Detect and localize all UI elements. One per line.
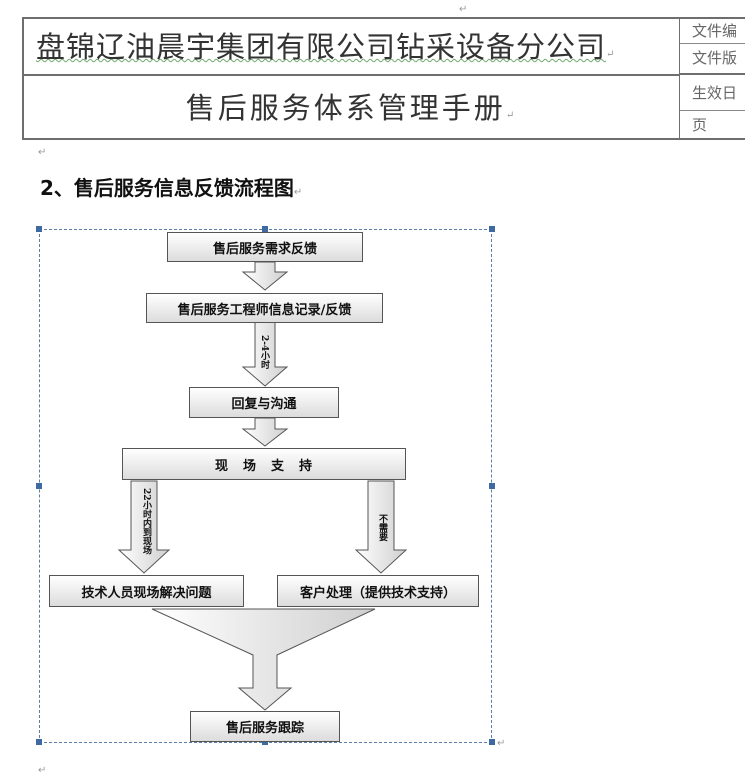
resize-handle-right[interactable] (489, 483, 495, 489)
arrow-down (117, 480, 171, 574)
arrow-down (241, 261, 289, 291)
flow-step-service-request: 售后服务需求反馈 (167, 232, 363, 262)
flow-step-service-tracking: 售后服务跟踪 (190, 711, 340, 742)
flow-step-reply-communicate: 回复与沟通 (189, 387, 339, 418)
paragraph-mark: ↵ (38, 765, 47, 776)
resize-handle-top[interactable] (262, 226, 268, 232)
company-name: 盘锦辽油晨宇集团有限公司钻采设备分公司↵ (24, 19, 679, 76)
arrow-down (354, 480, 408, 574)
arrow-down (241, 321, 289, 387)
paragraph-mark: ↵ (459, 4, 468, 15)
meta-file-number: 文件编 (680, 19, 745, 44)
label-2-4-hours: 2-4小时 (259, 335, 269, 370)
meta-effective-date: 生效日 (680, 76, 745, 111)
flow-step-engineer-record: 售后服务工程师信息记录/反馈 (146, 293, 383, 323)
label-not-needed: 不需要 (377, 514, 387, 541)
paragraph-mark: ↵ (38, 147, 47, 158)
merge-arrow (151, 608, 376, 711)
flow-step-customer-handling: 客户处理（提供技术支持） (277, 575, 479, 607)
resize-handle-top-right[interactable] (489, 226, 495, 232)
manual-title-text: 售后服务体系管理手册 (185, 91, 506, 125)
resize-handle-top-left[interactable] (36, 226, 42, 232)
paragraph-mark: ↵ (497, 738, 506, 749)
meta-file-version: 文件版 (680, 44, 745, 75)
resize-handle-left[interactable] (36, 483, 42, 489)
resize-handle-bottom[interactable] (262, 739, 268, 745)
meta-page: 页 (692, 116, 708, 134)
manual-title: 售后服务体系管理手册↵ (185, 91, 518, 125)
company-name-text: 盘锦辽油晨宇集团有限公司钻采设备分公司 (36, 30, 607, 64)
flow-step-tech-onsite-solve: 技术人员现场解决问题 (49, 575, 244, 607)
section-heading: 2、售后服务信息反馈流程图↵ (40, 176, 303, 200)
resize-handle-bottom-left[interactable] (36, 739, 42, 745)
flow-step-onsite-support: 现 场 支 持 (122, 448, 406, 480)
resize-handle-bottom-right[interactable] (489, 739, 495, 745)
header-title-area: 盘锦辽油晨宇集团有限公司钻采设备分公司↵ 售后服务体系管理手册↵ (24, 19, 679, 138)
label-22-hours-onsite: 22小时内到现场 (141, 488, 151, 555)
document-header-table: 盘锦辽油晨宇集团有限公司钻采设备分公司↵ 售后服务体系管理手册↵ 文件编 文件版… (22, 17, 745, 140)
document-meta-cells: 文件编 文件版 生效日 页 (679, 19, 745, 138)
arrow-down (241, 417, 289, 447)
